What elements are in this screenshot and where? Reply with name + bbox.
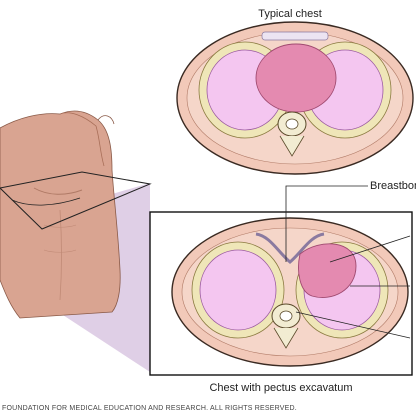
pectus-chest-cross-section [171, 217, 409, 367]
torso-illustration [0, 110, 152, 319]
copyright-notice: FOUNDATION FOR MEDICAL EDUCATION AND RES… [2, 405, 297, 412]
breastbone-label: Breastbone [370, 180, 416, 192]
leader-lines [285, 185, 411, 339]
typical-chest-title: Typical chest [258, 8, 322, 20]
typical-chest-cross-section [176, 21, 414, 175]
pectus-chest-title: Chest with pectus excavatum [209, 382, 353, 394]
